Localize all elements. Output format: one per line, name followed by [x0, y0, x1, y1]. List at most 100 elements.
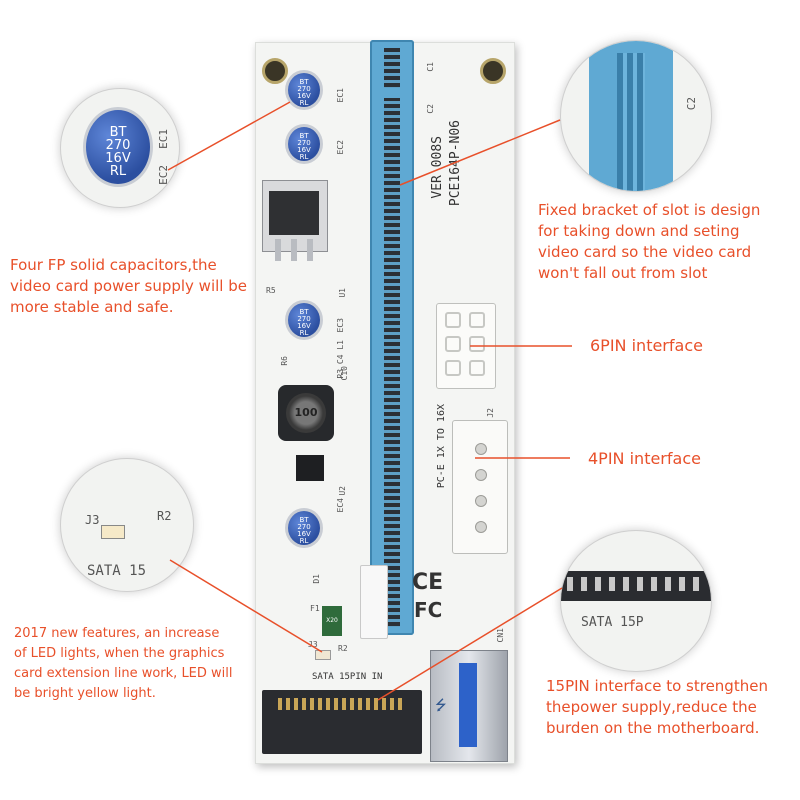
inductor-marking: 100 — [286, 393, 326, 433]
sata-label: SATA 15PIN IN — [312, 672, 383, 682]
callout-led: J3 R2 SATA 15 — [60, 458, 194, 592]
version-text: VER 008S — [430, 136, 445, 199]
silk-c1: C1 — [426, 62, 435, 72]
cap-text-line: 16V — [297, 146, 311, 154]
cap-text-line: 270 — [297, 315, 311, 323]
controller-chip — [296, 455, 324, 481]
zoom-silk-ec2: EC2 — [157, 165, 170, 185]
label-line: more stable and safe. — [10, 298, 174, 316]
label-line: video card so the video card — [538, 243, 752, 261]
sata-contacts — [278, 698, 406, 710]
usb-tongue — [459, 663, 477, 747]
four-pin-connector — [452, 420, 508, 554]
cap-text-line: 270 — [297, 85, 311, 93]
cap-text-line: 16V — [297, 322, 311, 330]
silk-f1: F1 — [310, 604, 320, 613]
pin-cell — [445, 360, 461, 376]
zoom-slot — [589, 41, 673, 191]
cap-text-line: BT — [299, 516, 309, 524]
callout-capacitor: BT 270 16V RL EC1 EC2 — [60, 88, 180, 208]
label-4pin: 4PIN interface — [588, 449, 701, 468]
silk-j2: J2 — [486, 408, 495, 418]
capacitor-ec3: BT 270 16V RL — [285, 300, 323, 340]
label-line: Fixed bracket of slot is design — [538, 201, 761, 219]
silk-ec3: EC3 — [336, 318, 345, 333]
label-line: for taking down and seting — [538, 222, 740, 240]
silk-j3: J3 — [308, 640, 318, 649]
regulator-pin — [291, 239, 297, 261]
silk-r5: R5 — [266, 286, 276, 295]
silk-r3c4l1: R3 C4 L1 — [336, 340, 345, 379]
label-6pin: 6PIN interface — [590, 336, 703, 355]
mount-hole-top-left — [262, 58, 288, 84]
regulator-pin — [307, 239, 313, 261]
silk-ec2: EC2 — [336, 140, 345, 155]
zoom-silk-ec1: EC1 — [157, 129, 170, 149]
pcie-x16-slot — [370, 40, 414, 635]
cap-text-line: RL — [299, 537, 309, 545]
zoom-silk-c2: C2 — [685, 97, 698, 111]
slot-key — [380, 88, 404, 98]
label-line: Four FP solid capacitors,the — [10, 256, 217, 274]
molex-pin — [475, 521, 487, 533]
ce-mark: CE — [412, 570, 444, 595]
silk-d1: D1 — [312, 574, 321, 584]
cap-text-line: BT — [299, 308, 309, 316]
silk-c2: C2 — [426, 104, 435, 114]
zoom-sata-label: SATA 15P — [581, 615, 644, 630]
zoom-slot-teeth — [617, 53, 645, 191]
cap-text-line: BT — [299, 78, 309, 86]
label-line: be bright yellow light. — [14, 686, 156, 701]
pin-cell — [445, 312, 461, 328]
fc-mark: FC — [414, 598, 443, 622]
cap-text-line: BT — [109, 125, 127, 140]
label-line: card extension line work, LED will — [14, 666, 233, 681]
usb3-port: ⭍ — [430, 650, 508, 762]
label-bracket: Fixed bracket of slot is design for taki… — [538, 200, 760, 284]
pin-cell — [445, 336, 461, 352]
pin-cell — [469, 336, 485, 352]
silk-r6: R6 — [280, 356, 289, 366]
cap-text-line: RL — [109, 164, 127, 179]
label-line: thepower supply,reduce the — [546, 698, 757, 716]
molex-pin — [475, 469, 487, 481]
cap-text-line: 16V — [105, 151, 131, 166]
cap-text-line: 270 — [297, 139, 311, 147]
slot-pins — [384, 48, 400, 627]
label-line: of LED lights, when the graphics — [14, 646, 225, 661]
model-text: PCE164P-N06 — [448, 120, 463, 207]
slot-bracket-clip — [360, 565, 388, 639]
silk-r2: R2 — [338, 644, 348, 653]
label-capacitors: Four FP solid capacitors,the video card … — [10, 255, 247, 318]
regulator-pin — [275, 239, 281, 261]
pcie-text: PC-E 1X TO 16X — [436, 404, 447, 489]
cap-text-line: 270 — [297, 523, 311, 531]
cap-text-line: 16V — [297, 530, 311, 538]
pin-cell — [469, 312, 485, 328]
cap-text-line: RL — [299, 99, 309, 107]
cap-text-line: BT — [299, 132, 309, 140]
zoom-led — [101, 525, 125, 539]
zoom-capacitor: BT 270 16V RL — [83, 107, 153, 187]
silk-u1: U1 — [338, 288, 347, 298]
sata-15pin-connector — [262, 690, 422, 754]
six-pin-connector — [436, 303, 496, 389]
cap-text-line: 270 — [105, 138, 131, 153]
fuse: X20 — [322, 606, 342, 636]
silk-cn1: CN1 — [496, 628, 505, 643]
label-line: 15PIN interface to strengthen — [546, 677, 768, 695]
usb-icon: ⭍ — [435, 698, 447, 714]
cap-text-line: 16V — [297, 92, 311, 100]
label-sata15: 15PIN interface to strengthen thepower s… — [546, 676, 768, 739]
capacitor-ec1: BT 270 16V RL — [285, 70, 323, 110]
silk-ec4: EC4 — [336, 498, 345, 513]
label-led: 2017 new features, an increase of LED li… — [14, 624, 233, 704]
pin-cell — [469, 360, 485, 376]
label-line: video card power supply will be — [10, 277, 247, 295]
molex-pin — [475, 443, 487, 455]
molex-pin — [475, 495, 487, 507]
zoom-silk-j3: J3 — [85, 513, 100, 527]
label-line: burden on the motherboard. — [546, 719, 760, 737]
zoom-silk-r2: R2 — [157, 509, 172, 523]
zoom-sata-text: SATA 15 — [87, 563, 147, 579]
